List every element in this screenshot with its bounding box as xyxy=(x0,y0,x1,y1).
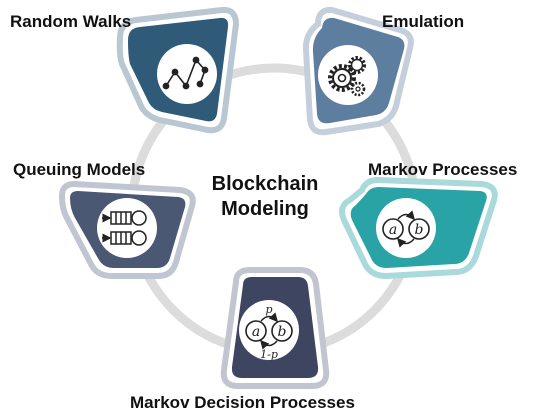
probability-1-p-label: 1-p xyxy=(260,348,278,361)
random-walks-label: Random Walks xyxy=(10,12,132,31)
node-random-walks xyxy=(116,6,240,134)
markov-processes-label: Markov Processes xyxy=(368,160,518,179)
emulation-label: Emulation xyxy=(382,12,465,31)
node-emulation xyxy=(302,6,414,136)
state-b-label: b xyxy=(278,324,287,340)
center-title-line-1: Blockchain xyxy=(211,173,319,195)
gears-icon xyxy=(328,56,366,97)
node-markov-decision-processes: a b p 1-p xyxy=(220,267,330,389)
center-title: Blockchain Modeling xyxy=(190,172,340,222)
markov-decision-icon: a b p 1-p xyxy=(245,303,293,361)
node-markov-processes: a b xyxy=(339,176,498,280)
state-a-label: a xyxy=(252,324,260,340)
random-walk-icon xyxy=(162,56,209,90)
state-a-label: a xyxy=(389,222,397,238)
node-queuing-models xyxy=(58,180,196,279)
queuing-models-label: Queuing Models xyxy=(13,160,146,179)
markov-decision-processes-label: Markov Decision Processes xyxy=(130,393,355,412)
queue-icon xyxy=(102,210,147,246)
markov-chain-icon: a b xyxy=(382,210,430,248)
center-title-line-2: Modeling xyxy=(221,198,309,220)
probability-p-label: p xyxy=(265,303,272,316)
state-b-label: b xyxy=(415,222,424,238)
